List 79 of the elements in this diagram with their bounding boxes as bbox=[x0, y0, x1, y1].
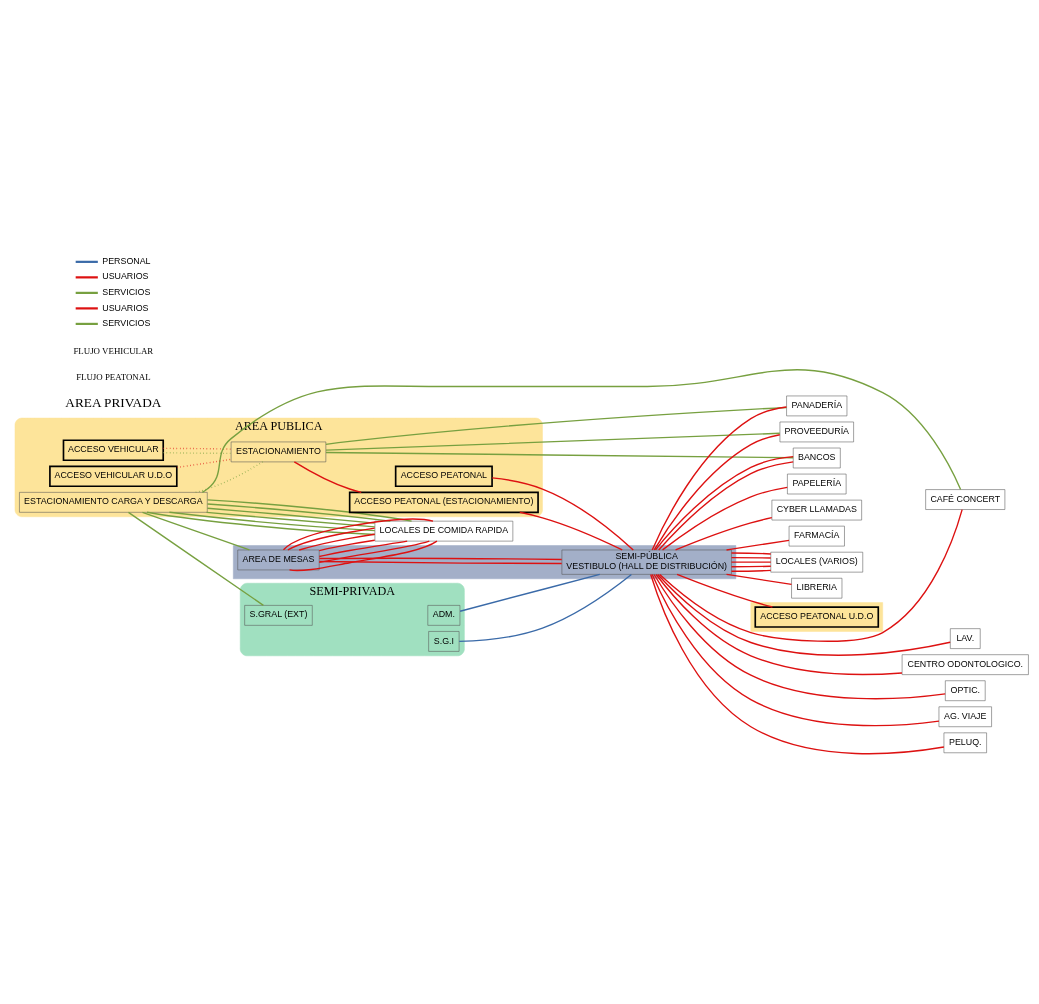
node-box: LOCALES (VARIOS) bbox=[770, 551, 864, 573]
connector bbox=[287, 527, 376, 551]
connector bbox=[653, 573, 946, 700]
node-box: ACCESO PEATONAL U.D.O bbox=[754, 606, 880, 628]
connector bbox=[288, 540, 438, 572]
legend-label: SERVICIOS bbox=[102, 286, 151, 297]
connector bbox=[725, 573, 793, 586]
connector bbox=[206, 499, 413, 522]
node-box: ACCESO PEATONAL bbox=[394, 465, 493, 488]
connector bbox=[730, 565, 772, 568]
connector bbox=[325, 432, 781, 451]
legend-label: USUARIOS bbox=[102, 271, 149, 282]
node-box: BANCOS bbox=[792, 447, 841, 469]
node-box: OPTIC. bbox=[945, 680, 986, 701]
label: AREA PRIVADA bbox=[65, 395, 162, 411]
node-box: FARMACÍA bbox=[788, 525, 845, 547]
connector bbox=[293, 461, 362, 494]
node-box: PANADERÍA bbox=[786, 395, 848, 417]
node-box: CENTRO ODONTOLOGICO. bbox=[901, 654, 1029, 675]
label: FLUJO VEHICULAR bbox=[73, 345, 154, 356]
connector bbox=[146, 511, 376, 536]
connector bbox=[650, 573, 945, 755]
legend-label: PERSONAL bbox=[102, 255, 151, 266]
node-box: LIBRERIA bbox=[791, 577, 843, 599]
connector bbox=[325, 451, 794, 459]
node-box: SEMI-PÚBLICA VESTIBULO (HALL DE DISTRIBUCIÓN) bbox=[561, 549, 732, 575]
connector bbox=[676, 573, 774, 608]
connector bbox=[458, 573, 633, 643]
connector bbox=[657, 573, 951, 656]
connector bbox=[318, 539, 376, 552]
connector bbox=[168, 511, 376, 532]
legend-label: USUARIOS bbox=[102, 302, 149, 313]
connector bbox=[459, 573, 601, 612]
connector bbox=[661, 486, 788, 551]
connector bbox=[206, 507, 376, 524]
node-box: PAPELERÍA bbox=[787, 473, 847, 495]
connector bbox=[318, 560, 563, 565]
node-box: ADM. bbox=[427, 605, 461, 626]
connector bbox=[730, 552, 772, 555]
connector bbox=[655, 573, 903, 676]
connector bbox=[730, 556, 772, 559]
connector bbox=[127, 511, 265, 607]
node-box: AG. VIAJE bbox=[938, 706, 992, 727]
connector bbox=[318, 540, 408, 558]
connector bbox=[206, 503, 392, 522]
connector bbox=[725, 539, 790, 551]
connector bbox=[730, 569, 772, 572]
connector bbox=[205, 511, 376, 528]
connector bbox=[298, 533, 376, 551]
node-box: PROVEEDURÍA bbox=[779, 421, 854, 443]
node-box: ACCESO VEHICULAR bbox=[62, 439, 165, 462]
node-box: ACCESO VEHICULAR U.D.O bbox=[49, 465, 178, 488]
node-box: LAV. bbox=[950, 628, 981, 649]
label: FLUJO PEATONAL bbox=[76, 371, 151, 382]
connector bbox=[674, 517, 773, 551]
connector bbox=[201, 369, 962, 493]
connector bbox=[651, 573, 940, 727]
node-box: LOCALES DE COMIDA RAPIDA bbox=[374, 520, 514, 542]
node-box: PELUQ. bbox=[943, 732, 987, 754]
node-box: ACCESO PEATONAL (ESTACIONAMIENTO) bbox=[348, 491, 539, 514]
connector bbox=[519, 511, 623, 551]
node-box: ESTACIONAMIENTO CARGA Y DESCARGA bbox=[19, 492, 208, 513]
node-box: CAFÉ CONCERT bbox=[925, 489, 1006, 510]
node-box: CYBER LLAMADAS bbox=[771, 499, 862, 521]
connector bbox=[318, 540, 430, 564]
node-box: S.G.I bbox=[428, 631, 460, 652]
connector bbox=[651, 406, 788, 551]
connector bbox=[282, 518, 434, 551]
connector bbox=[659, 508, 963, 642]
legend-label: SERVICIOS bbox=[102, 318, 151, 329]
connector bbox=[318, 557, 563, 561]
node-box: ESTACIONAMIENTO bbox=[230, 441, 327, 463]
connector bbox=[141, 511, 251, 551]
node-box: S.GRAL (EXT) bbox=[244, 605, 313, 626]
cluster bbox=[233, 545, 737, 580]
node-box: AREA DE MESAS bbox=[237, 549, 320, 571]
connector bbox=[653, 434, 781, 551]
connector bbox=[730, 561, 772, 563]
connector bbox=[491, 477, 634, 551]
